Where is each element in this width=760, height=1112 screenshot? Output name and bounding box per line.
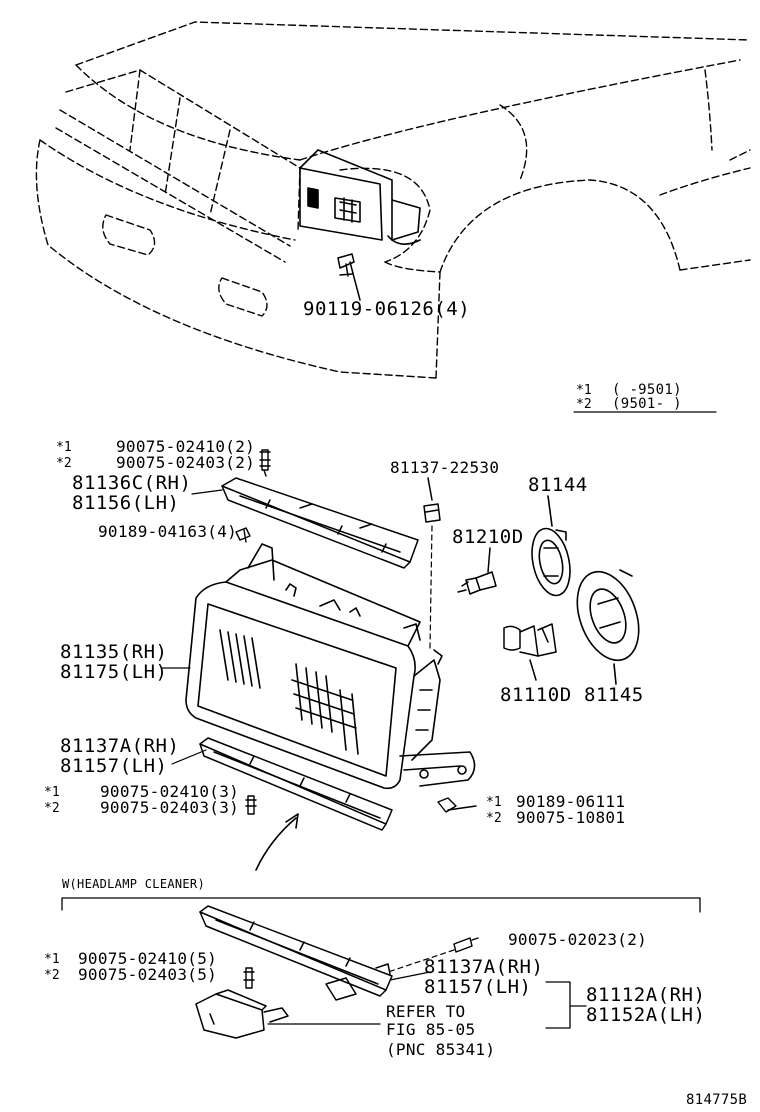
arrow-to-bracket-icon xyxy=(255,813,299,871)
variant-bracket-line xyxy=(61,897,701,913)
leader-cleaner-bracket xyxy=(389,971,431,981)
lower-bracket-shape xyxy=(199,737,393,831)
label-nut-upper: 90189-04163(4) xyxy=(98,522,238,541)
star-2-nut-side: *2 xyxy=(486,811,502,826)
bulb-81110d-icon xyxy=(503,623,557,681)
label-bolt-top: 90119-06126(4) xyxy=(303,298,471,320)
legend-range2: (9501- ) xyxy=(612,396,682,412)
label-cleaner-lh: 81152A(LH) xyxy=(586,1004,706,1026)
leader-brace xyxy=(545,981,587,1029)
screw-lower-icon xyxy=(245,795,257,815)
label-screw-d2: 90075-02403(5) xyxy=(78,965,218,984)
drawing-id: 814775B xyxy=(686,1092,748,1108)
label-screw-d1: 90075-02410(5) xyxy=(78,949,218,968)
label-socket-cover-a: 81144 xyxy=(528,474,588,496)
label-bracket-c-lh: 81157(LH) xyxy=(424,976,532,998)
label-cleaner-rh: 81112A(RH) xyxy=(586,984,706,1006)
label-headlamp-rh: 81135(RH) xyxy=(60,641,168,663)
vehicle-headlamp xyxy=(299,149,421,245)
screw-c-icon xyxy=(453,937,479,953)
leader-upper-bracket xyxy=(191,489,223,495)
star-2-screw-b: *2 xyxy=(44,801,60,816)
label-screw-c: 90075-02023(2) xyxy=(508,930,648,949)
star-2-screw-a: *2 xyxy=(56,456,72,471)
upper-bracket-shape xyxy=(221,477,419,569)
socket-cover-81145-icon xyxy=(576,569,640,685)
label-bracket-upper-lh: 81156(LH) xyxy=(72,492,180,514)
clip-icon xyxy=(423,477,441,523)
star-1-screw-a: *1 xyxy=(56,440,72,455)
label-clip: 81137-22530 xyxy=(390,458,500,477)
star-1-screw-d: *1 xyxy=(44,952,60,967)
legend-star1: *1 xyxy=(576,383,592,398)
leader-lower-bracket xyxy=(171,749,207,765)
side-nut-icon xyxy=(437,797,477,813)
headlamp-unit-shape xyxy=(185,543,476,790)
label-bracket-c-rh: 81137A(RH) xyxy=(424,956,544,978)
screw-c-dashed-guide xyxy=(387,949,455,973)
socket-81210d-icon xyxy=(457,547,497,595)
label-nut-side2: 90075-10801 xyxy=(516,808,626,827)
label-screw-a1: 90075-02410(2) xyxy=(116,437,256,456)
label-socket: 81210D xyxy=(452,526,524,548)
label-bracket-upper-rh: 81136C(RH) xyxy=(72,472,192,494)
star-1-nut-side: *1 xyxy=(486,795,502,810)
legend-range1: ( -9501) xyxy=(612,382,682,398)
star-2-screw-d: *2 xyxy=(44,968,60,983)
star-1-screw-b: *1 xyxy=(44,785,60,800)
label-refer-line2: FIG 85-05 xyxy=(386,1020,476,1039)
vehicle-front-illustration xyxy=(35,21,751,379)
cleaner-nozzle-icon xyxy=(195,989,289,1039)
label-refer-line1: REFER TO xyxy=(386,1002,466,1021)
label-variant-note: W(HEADLAMP CLEANER) xyxy=(62,877,205,891)
label-bracket-lower-rh: 81137A(RH) xyxy=(60,735,180,757)
label-refer-line3: (PNC 85341) xyxy=(386,1040,496,1059)
socket-cover-81144-icon xyxy=(531,495,571,597)
clip-dashed-guide xyxy=(429,525,433,649)
label-socket-cover-b: 81145 xyxy=(584,684,644,706)
label-bracket-lower-lh: 81157(LH) xyxy=(60,755,168,777)
nut-upper-icon xyxy=(235,527,251,543)
label-screw-b1: 90075-02410(3) xyxy=(100,782,240,801)
legend-star2: *2 xyxy=(576,397,592,412)
screw-upper-icon xyxy=(259,449,271,477)
bolt-top-icon xyxy=(337,253,361,301)
label-headlamp-lh: 81175(LH) xyxy=(60,661,168,683)
cleaner-bracket-shape xyxy=(199,905,393,1001)
label-screw-b2: 90075-02403(3) xyxy=(100,798,240,817)
label-screw-a2: 90075-02403(2) xyxy=(116,453,256,472)
screw-d-icon xyxy=(243,967,255,989)
label-nut-side1: 90189-06111 xyxy=(516,792,626,811)
label-bulb: 81110D xyxy=(500,684,572,706)
